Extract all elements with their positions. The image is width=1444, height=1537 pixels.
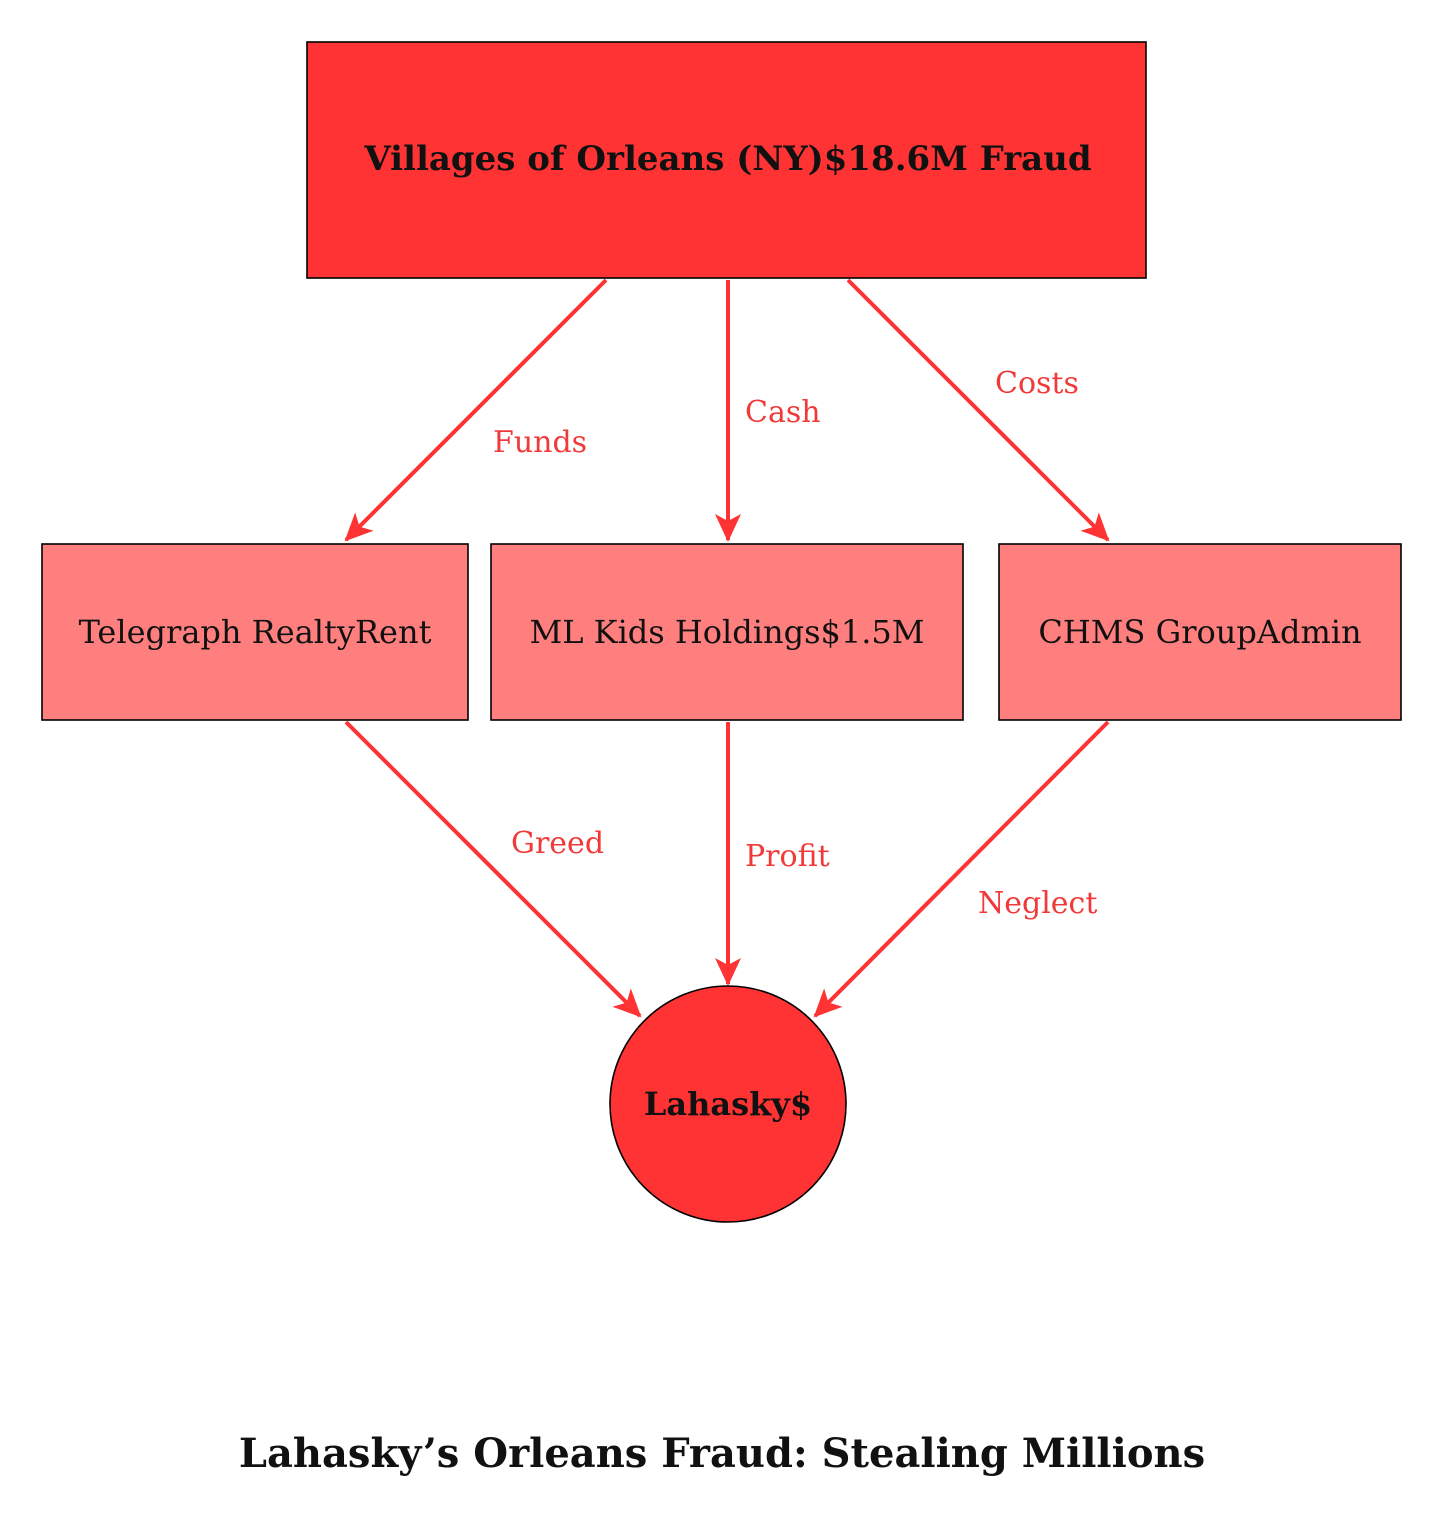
edge-label-costs: Costs <box>995 366 1079 401</box>
node-chms-label: CHMS GroupAdmin <box>1038 613 1361 651</box>
edge-costs <box>846 278 1110 542</box>
diagram-caption: Lahasky’s Orleans Fraud: Stealing Millio… <box>238 1430 1206 1477</box>
edge-label-greed: Greed <box>511 826 604 861</box>
node-lahasky-label: Lahasky$ <box>644 1085 812 1123</box>
node-ml-kids-holdings: ML Kids Holdings$1.5M <box>490 543 964 721</box>
node-telegraph-box <box>41 543 469 721</box>
node-villages-of-orleans: Villages of Orleans (NY)$18.6M Fraud <box>306 41 1147 279</box>
node-chms-box <box>998 543 1402 721</box>
node-lahasky-circle <box>609 985 847 1223</box>
edge-label-funds: Funds <box>493 425 587 460</box>
edge-greed <box>344 720 642 1018</box>
node-mlkids-label: ML Kids Holdings$1.5M <box>529 613 924 651</box>
edge-neglect <box>813 720 1110 1018</box>
node-telegraph-label: Telegraph RealtyRent <box>79 613 432 651</box>
node-telegraph-realty: Telegraph RealtyRent <box>41 543 469 721</box>
edge-funds <box>344 278 608 542</box>
edge-label-profit: Profit <box>745 839 830 874</box>
edge-label-neglect: Neglect <box>978 886 1097 921</box>
node-villages-label: Villages of Orleans (NY)$18.6M Fraud <box>363 139 1091 179</box>
edge-label-cash: Cash <box>745 395 821 430</box>
node-chms-group: CHMS GroupAdmin <box>998 543 1402 721</box>
node-villages-box <box>306 41 1147 279</box>
node-lahasky: Lahasky$ <box>609 985 847 1223</box>
node-mlkids-box <box>490 543 964 721</box>
